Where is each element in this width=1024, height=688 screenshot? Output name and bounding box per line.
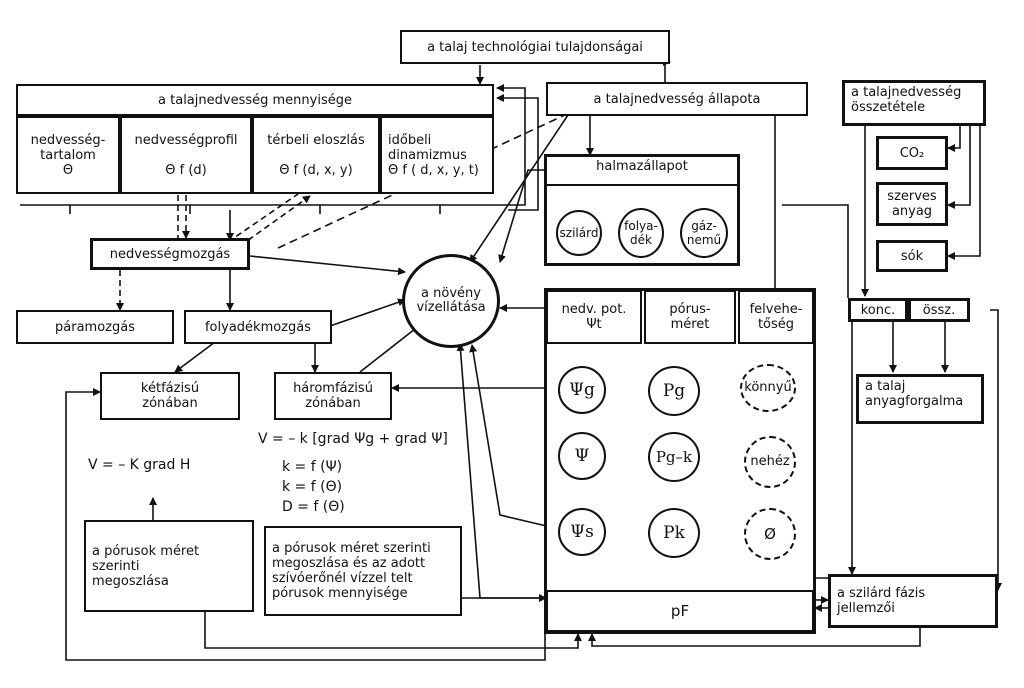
- pore-water-amount-box: a pórusok méret szerinti megoszlása és a…: [264, 526, 462, 616]
- moisture-movement-box: nedvességmozgás: [90, 238, 250, 270]
- wire-psis-to-plant: [469, 344, 556, 529]
- wire-three-to-plant: [359, 324, 421, 373]
- solid-phase-box: a szilárd fázis jellemzői: [828, 574, 998, 628]
- two-phase-zone-box: kétfázisú zónában: [100, 372, 240, 420]
- wire-aggregate-to-plant: [498, 169, 545, 263]
- temporal-dynamics-box: időbeli dinamizmus Θ f ( d, x, y, t): [380, 116, 494, 194]
- organic-matter-box: szerves anyag: [876, 182, 948, 226]
- two-phase-flux-equation: V = – K grad H: [88, 457, 191, 473]
- three-phase-zone-box: háromfázisú zónában: [274, 372, 392, 420]
- material-flow-box: a talaj anyagforgalma: [856, 374, 984, 424]
- wire-feedback-right2: [496, 94, 539, 211]
- gas-circle: gáz- nemű: [680, 208, 728, 258]
- liquid-circle: folya- dék: [618, 208, 664, 258]
- salts-box: sók: [876, 240, 948, 272]
- pf-box: pF: [546, 590, 814, 632]
- composition-box: össz.: [908, 298, 970, 322]
- spatial-distribution-box: térbeli eloszlás Θ f (d, x, y): [252, 116, 380, 194]
- solid-circle: szilárd: [556, 210, 602, 256]
- wire-state-to-conc: [782, 204, 849, 298]
- pore-distribution-box: a pórusok méret szerinti megoszlása: [84, 520, 254, 612]
- psi-s-circle: Ψs: [558, 508, 606, 556]
- wire-flow-down: [848, 319, 865, 575]
- heavy-soil-circle: nehéz: [744, 436, 796, 488]
- concentration-box: konc.: [848, 298, 908, 322]
- wire-dashed-c: [227, 193, 299, 243]
- light-soil-circle: könnyű: [740, 364, 796, 412]
- psi-g-circle: Ψg: [558, 366, 606, 414]
- co2-box: CO₂: [876, 136, 948, 170]
- empty-set-circle: Ø: [744, 508, 796, 560]
- moisture-content-box: nedvesség- tartalom Θ: [16, 116, 120, 194]
- d-theta-equation: D = f (Θ): [282, 499, 345, 515]
- wire-liquid-to-plant: [329, 298, 406, 327]
- k-theta-equation: k = f (Θ): [282, 479, 343, 495]
- p-k-circle: Pk: [648, 508, 700, 558]
- vapor-movement-box: páramozgás: [16, 310, 174, 344]
- k-psi-equation: k = f (Ψ): [282, 459, 343, 475]
- wire-comp-right: [990, 309, 1002, 591]
- wire-comp-organic: [947, 125, 971, 209]
- wire-comp-co2: [947, 125, 961, 152]
- liquid-movement-box: folyadékmozgás: [184, 310, 332, 344]
- wire-dashed-state: [277, 107, 581, 249]
- wire-feedback-right: [496, 84, 526, 206]
- moisture-state-box: a talajnedvesség állapota: [546, 82, 808, 116]
- p-g-circle: Pg: [648, 366, 700, 416]
- moisture-composition-box: a talajnedvesség összetétele: [842, 80, 986, 126]
- water-potential-box: nedv. pot. Ψt: [546, 290, 642, 344]
- availability-box: felvehe- tőség: [738, 290, 814, 344]
- wire-comp-salts: [947, 125, 981, 260]
- wire-state-to-tech: [663, 58, 671, 82]
- three-phase-flux-equation: V = – k [grad Ψg + grad Ψ]: [258, 431, 448, 447]
- wire-liquid-to-two: [174, 341, 216, 373]
- moisture-amount-box: a talajnedvesség mennyisége: [16, 84, 494, 116]
- wire-move-to-plant: [249, 255, 406, 276]
- p-gk-circle: Pg–k: [648, 432, 700, 482]
- plant-water-supply-circle: a növény vízellátása: [402, 254, 500, 348]
- tech-properties-box: a talaj technológiai tulajdonságai: [400, 30, 670, 64]
- moisture-profile-box: nedvességprofil Θ f (d): [120, 116, 252, 194]
- wire-return-left: [65, 388, 546, 661]
- wire-pore-to-pf: [204, 612, 582, 649]
- wire-pf-to-plant: [456, 343, 548, 599]
- wire-solid-below: [588, 628, 921, 647]
- wire-state-to-plant: [469, 111, 571, 263]
- aggregate-divider: [546, 184, 738, 186]
- wire-dashed-d: [239, 195, 311, 247]
- pore-size-box: pórus- méret: [644, 290, 736, 344]
- psi-circle: Ψ: [558, 432, 606, 480]
